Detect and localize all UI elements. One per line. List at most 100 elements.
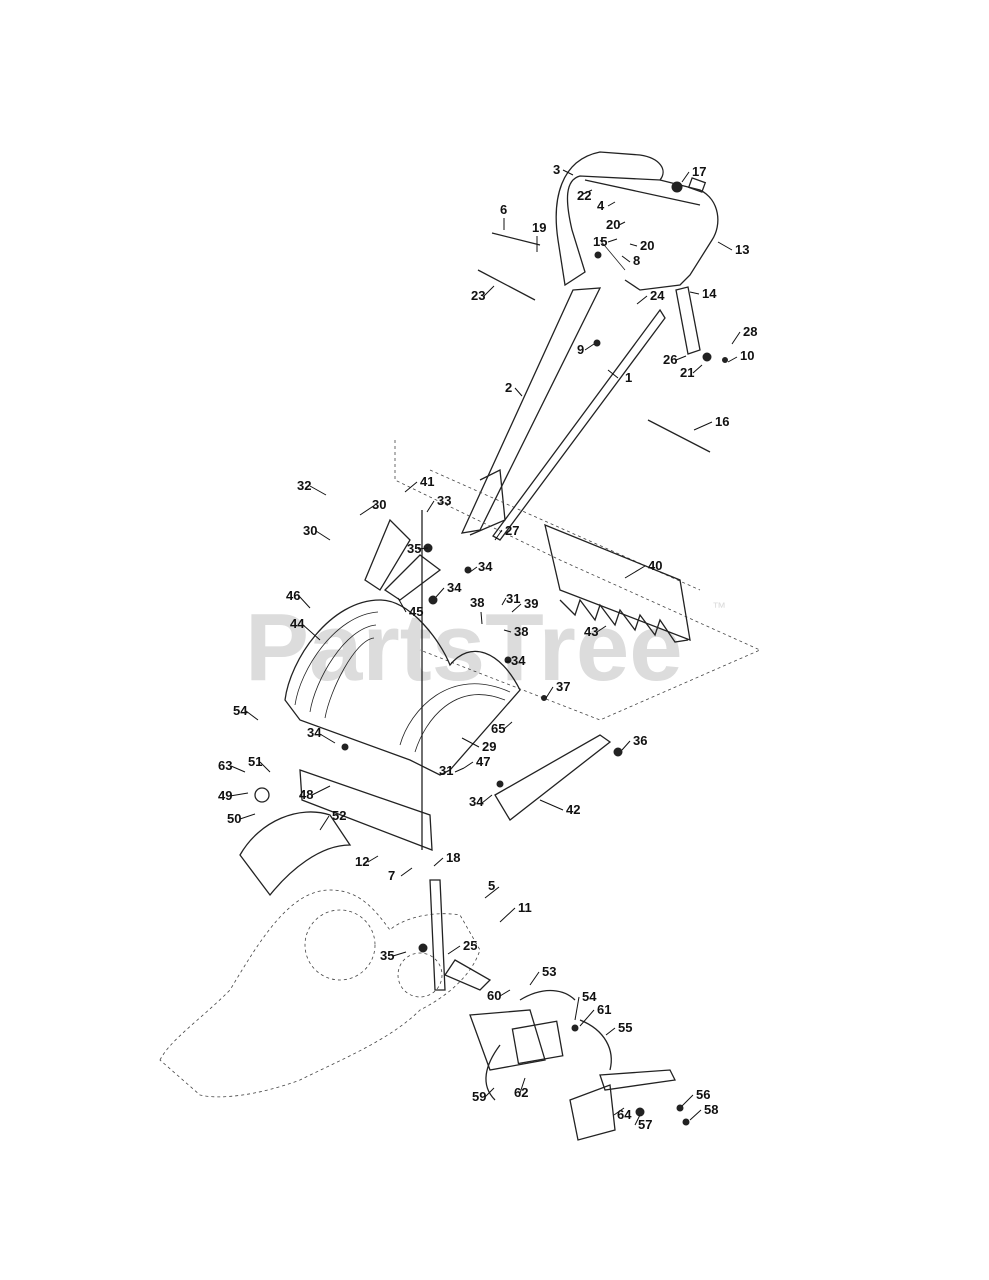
callout-leader-line: [301, 623, 321, 641]
part-callout-53[interactable]: 53: [542, 964, 556, 979]
callout-leader-line: [717, 241, 733, 251]
part-callout-56[interactable]: 56: [696, 1087, 710, 1102]
nut-34a: [464, 566, 472, 574]
part-callout-2[interactable]: 2: [505, 380, 512, 395]
part-callout-51[interactable]: 51: [248, 754, 262, 769]
part-callout-37[interactable]: 37: [556, 679, 570, 694]
part-callout-59[interactable]: 59: [472, 1089, 486, 1104]
clamp-49: [254, 787, 270, 803]
part-callout-62[interactable]: 62: [514, 1085, 528, 1100]
callout-leader-line: [675, 355, 687, 361]
part-callout-14[interactable]: 14: [702, 286, 717, 301]
part-callout-23[interactable]: 23: [471, 288, 485, 303]
part-callout-22[interactable]: 22: [577, 188, 591, 203]
part-callout-34[interactable]: 34: [307, 725, 322, 740]
part-callout-35[interactable]: 35: [407, 541, 421, 556]
part-callout-20[interactable]: 20: [606, 217, 620, 232]
part-callout-34[interactable]: 34: [447, 580, 462, 595]
callout-leader-line: [315, 530, 331, 541]
part-callout-11[interactable]: 11: [518, 900, 532, 915]
part-callout-38[interactable]: 38: [514, 624, 528, 639]
part-callout-52[interactable]: 52: [332, 808, 346, 823]
gear-housing: [159, 889, 481, 1098]
part-callout-16[interactable]: 16: [715, 414, 729, 429]
part-callout-38[interactable]: 38: [470, 595, 484, 610]
part-callout-54[interactable]: 54: [582, 989, 597, 1004]
part-callout-60[interactable]: 60: [487, 988, 501, 1003]
depth-stake-25: [429, 879, 446, 991]
part-callout-45[interactable]: 45: [409, 604, 423, 619]
part-callout-21[interactable]: 21: [680, 365, 694, 380]
callout-leader-line: [319, 733, 336, 744]
part-callout-35[interactable]: 35: [380, 948, 394, 963]
part-callout-31[interactable]: 31: [506, 591, 520, 606]
part-callout-34[interactable]: 34: [469, 794, 484, 809]
nut-35b: [418, 943, 428, 953]
part-callout-29[interactable]: 29: [482, 739, 496, 754]
part-callout-30[interactable]: 30: [372, 497, 386, 512]
part-callout-24[interactable]: 24: [650, 288, 665, 303]
part-callout-63[interactable]: 63: [218, 758, 232, 773]
part-callout-4[interactable]: 4: [597, 198, 605, 213]
part-callout-13[interactable]: 13: [735, 242, 749, 257]
callout-leader-line: [681, 1094, 694, 1107]
part-callout-28[interactable]: 28: [743, 324, 757, 339]
part-callout-12[interactable]: 12: [355, 854, 369, 869]
callout-leader-line: [607, 201, 616, 207]
part-callout-1[interactable]: 1: [625, 370, 632, 385]
part-callout-30[interactable]: 30: [303, 523, 317, 538]
part-callout-47[interactable]: 47: [476, 754, 490, 769]
part-callout-40[interactable]: 40: [648, 558, 662, 573]
part-callout-44[interactable]: 44: [290, 616, 305, 631]
part-callout-34[interactable]: 34: [478, 559, 493, 574]
part-callout-10[interactable]: 10: [740, 348, 754, 363]
part-callout-20[interactable]: 20: [640, 238, 654, 253]
part-callout-58[interactable]: 58: [704, 1102, 718, 1117]
part-callout-31[interactable]: 31: [439, 763, 453, 778]
callout-leader-line: [692, 364, 703, 374]
callout-leader-line: [562, 169, 574, 176]
part-callout-9[interactable]: 9: [577, 342, 584, 357]
transmission-outline: [159, 879, 492, 1098]
part-callout-6[interactable]: 6: [500, 202, 507, 217]
part-callout-25[interactable]: 25: [463, 938, 477, 953]
part-callout-32[interactable]: 32: [297, 478, 311, 493]
callout-leader-line: [511, 603, 522, 613]
part-callout-55[interactable]: 55: [618, 1020, 632, 1035]
part-callout-17[interactable]: 17: [692, 164, 706, 179]
part-callout-42[interactable]: 42: [566, 802, 580, 817]
part-callout-54[interactable]: 54: [233, 703, 248, 718]
part-callout-64[interactable]: 64: [617, 1107, 632, 1122]
part-callout-65[interactable]: 65: [491, 721, 505, 736]
part-callout-57[interactable]: 57: [638, 1117, 652, 1132]
flap-52: [239, 811, 352, 897]
part-callout-18[interactable]: 18: [446, 850, 460, 865]
part-callout-15[interactable]: 15: [593, 234, 607, 249]
part-callout-39[interactable]: 39: [524, 596, 538, 611]
callout-leader-line: [574, 996, 580, 1021]
callout-leader-line: [397, 597, 407, 613]
part-callout-48[interactable]: 48: [299, 787, 313, 802]
part-callout-33[interactable]: 33: [437, 493, 451, 508]
part-callout-36[interactable]: 36: [633, 733, 647, 748]
part-callout-43[interactable]: 43: [584, 624, 598, 639]
part-callout-8[interactable]: 8: [633, 253, 640, 268]
callout-leader-line: [400, 867, 413, 877]
part-callout-19[interactable]: 19: [532, 220, 546, 235]
part-callout-27[interactable]: 27: [505, 523, 519, 538]
part-callout-61[interactable]: 61: [597, 1002, 611, 1017]
part-callout-49[interactable]: 49: [218, 788, 232, 803]
part-callout-41[interactable]: 41: [420, 474, 434, 489]
part-callout-5[interactable]: 5: [488, 878, 495, 893]
callout-leader-line: [689, 291, 700, 295]
callout-leader-line: [447, 945, 461, 955]
part-callout-7[interactable]: 7: [388, 868, 395, 883]
part-callout-3[interactable]: 3: [553, 162, 560, 177]
watermark-trademark: ™: [712, 599, 726, 615]
part-callout-50[interactable]: 50: [227, 811, 241, 826]
callout-leader-line: [504, 660, 512, 663]
part-callout-34[interactable]: 34: [511, 653, 526, 668]
part-callout-26[interactable]: 26: [663, 352, 677, 367]
part-callout-46[interactable]: 46: [286, 588, 300, 603]
